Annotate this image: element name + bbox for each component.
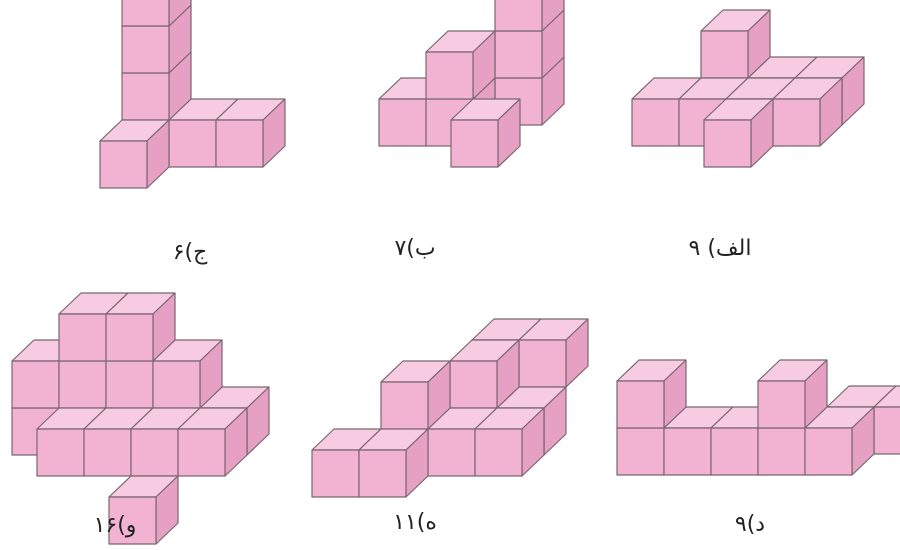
cube-front-face	[710, 427, 759, 476]
cube	[494, 0, 565, 32]
cube-figure-jim	[99, 0, 286, 189]
cube-front-face	[757, 380, 806, 429]
cube-front-face	[518, 339, 567, 388]
cube-front-face	[703, 119, 752, 168]
cube-front-face	[449, 360, 498, 409]
cube	[99, 119, 170, 189]
label-he: ه)۱۱	[393, 510, 437, 535]
cube-front-face	[105, 360, 154, 409]
cube-front-face	[58, 360, 107, 409]
cube-front-face	[494, 30, 543, 79]
cube-front-face	[804, 427, 853, 476]
cube	[358, 428, 429, 498]
cube-front-face	[700, 30, 749, 79]
cube	[757, 359, 828, 429]
cube	[518, 318, 589, 388]
cube	[215, 98, 286, 168]
cube	[425, 30, 496, 100]
cube-front-face	[631, 98, 680, 147]
cube-front-face	[83, 428, 132, 477]
cube-front-face	[616, 380, 665, 429]
cube-front-face	[11, 360, 60, 409]
cube-front-face	[130, 428, 179, 477]
cube	[804, 406, 875, 476]
cube	[703, 98, 774, 168]
cube-front-face	[99, 140, 148, 189]
cube	[177, 407, 248, 477]
cube-figure-dal	[616, 359, 900, 476]
cube	[700, 9, 771, 79]
cube-front-face	[36, 428, 85, 477]
cube-front-face	[772, 98, 821, 147]
cube-front-face	[474, 428, 523, 477]
cube	[449, 339, 520, 409]
cube-front-face	[177, 428, 226, 477]
cube-front-face	[215, 119, 264, 168]
cube-front-face	[58, 313, 107, 362]
cube-front-face	[121, 72, 170, 121]
cube-front-face	[168, 119, 217, 168]
cube-front-face	[105, 313, 154, 362]
label-jim: ج)۶	[172, 240, 208, 265]
cube-front-face	[494, 0, 543, 32]
label-be: ب)۷	[394, 236, 436, 261]
cube-front-face	[121, 0, 170, 27]
cube-top-face	[873, 385, 900, 408]
cube	[474, 407, 545, 477]
cube-front-face	[378, 98, 427, 147]
cube-figure-vav	[11, 292, 270, 545]
label-dal: د)۹	[734, 512, 766, 537]
cube-front-face	[616, 427, 665, 476]
cube-figure-be	[378, 0, 565, 168]
cube-figure-he	[311, 318, 589, 498]
cube	[616, 359, 687, 429]
cube-front-face	[121, 25, 170, 74]
cube	[772, 77, 843, 147]
cube	[380, 360, 451, 430]
cube	[108, 475, 179, 545]
cube	[121, 0, 192, 27]
cube-front-face	[663, 427, 712, 476]
cube-front-face	[358, 449, 407, 498]
cube-front-face	[108, 496, 157, 545]
cube-figure-alef	[631, 9, 865, 168]
cube-front-face	[311, 449, 360, 498]
cube-front-face	[757, 427, 806, 476]
cube-front-face	[380, 381, 429, 430]
label-alef: الف) ۹	[688, 236, 752, 261]
label-vav: و)۱۶	[93, 513, 137, 538]
cube-front-face	[873, 406, 900, 455]
cube-front-face	[152, 360, 201, 409]
cube-front-face	[450, 119, 499, 168]
cube-front-face	[427, 428, 476, 477]
cube-front-face	[425, 51, 474, 100]
cube	[152, 339, 223, 409]
cube	[105, 292, 176, 362]
cube	[450, 98, 521, 168]
